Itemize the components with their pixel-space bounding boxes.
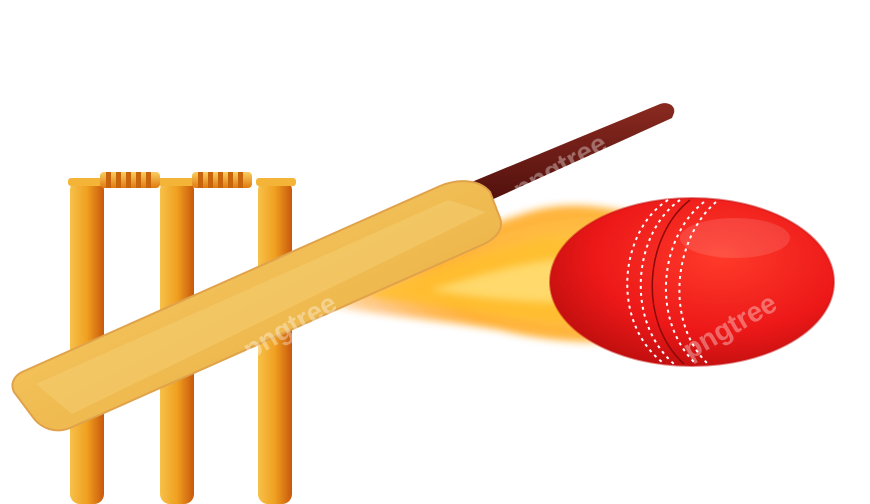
cricket-bat <box>11 103 675 432</box>
bat-blade <box>11 180 502 432</box>
bail-right <box>192 172 252 188</box>
bail-left <box>100 172 160 188</box>
ball-seam <box>626 199 717 365</box>
bat-handle <box>462 103 675 206</box>
cricket-ball <box>549 197 835 367</box>
bails <box>100 172 252 188</box>
